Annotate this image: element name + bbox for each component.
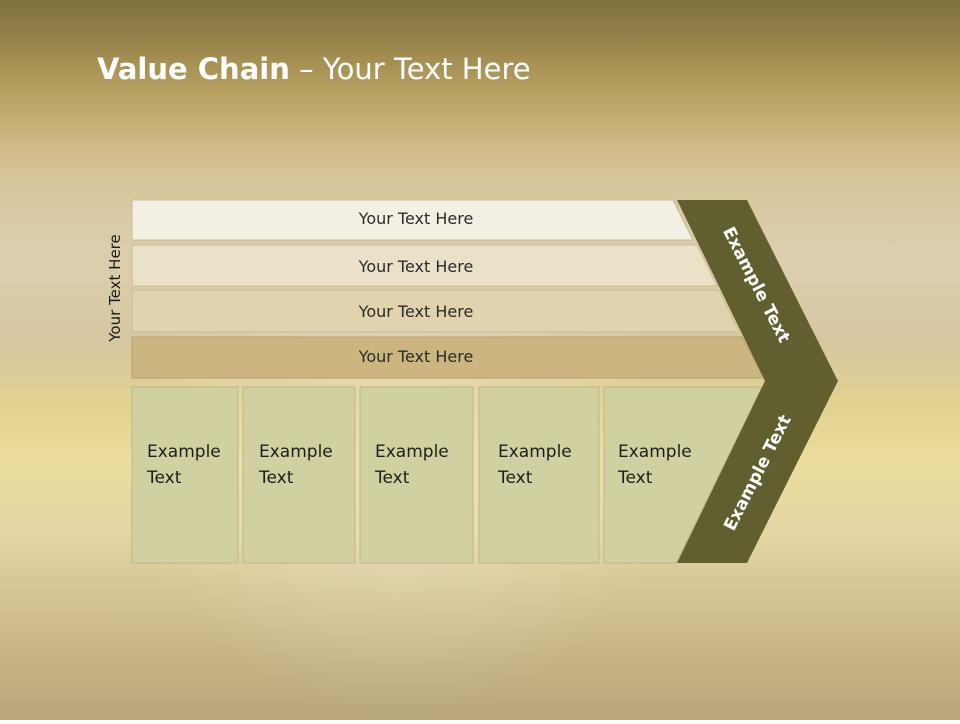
- row-label-4: Your Text Here: [358, 347, 474, 366]
- row-bar-3: [131, 289, 740, 333]
- activity-box-5: [603, 386, 763, 564]
- activity-box-5-line1: Example: [618, 442, 692, 462]
- activity-box-4-line2: Text: [498, 468, 533, 488]
- activity-box-3-line2: Text: [375, 468, 410, 488]
- activity-box-3-line1: Example: [375, 442, 449, 462]
- activity-box-3: [359, 386, 474, 564]
- activity-box-4: [478, 386, 600, 564]
- row-bar-1: [131, 199, 694, 241]
- margin-arrow: [677, 200, 838, 563]
- activity-box-2-line1: Example: [259, 442, 333, 462]
- row-bar-2: [131, 244, 718, 287]
- row-label-3: Your Text Here: [358, 302, 474, 321]
- title-bold: Value Chain: [97, 52, 290, 86]
- activity-box-1: [131, 386, 239, 564]
- activity-box-1-line1: Example: [147, 442, 221, 462]
- row-label-2: Your Text Here: [358, 257, 474, 276]
- activity-box-2-line2: Text: [259, 468, 294, 488]
- activity-box-1-line2: Text: [147, 468, 182, 488]
- activity-box-2: [242, 386, 356, 564]
- title-rest: – Your Text Here: [289, 52, 531, 86]
- slide-title: Value Chain – Your Text Here: [97, 52, 531, 86]
- background-top-shade: [0, 0, 960, 140]
- row-label-1: Your Text Here: [358, 209, 474, 228]
- activity-box-4-line1: Example: [498, 442, 572, 462]
- activity-box-5-line2: Text: [618, 468, 653, 488]
